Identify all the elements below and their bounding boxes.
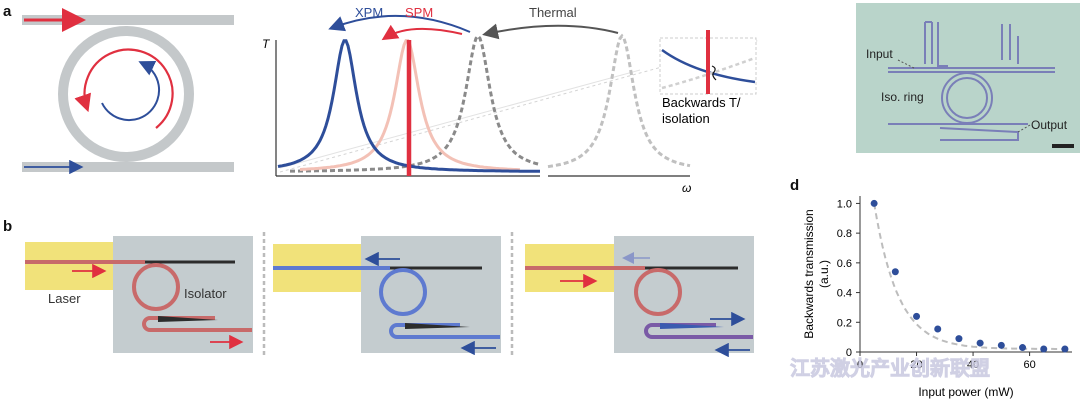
- data-point: [976, 339, 984, 347]
- laser-label: Laser: [48, 291, 81, 306]
- spm-shift-arrow: [381, 24, 463, 41]
- data-point: [870, 199, 878, 207]
- x-tick-label: 60: [1023, 359, 1035, 371]
- data-point: [1040, 345, 1048, 353]
- xpm-shift-arrow: [328, 14, 471, 33]
- y-tick-label: 0.8: [837, 228, 852, 240]
- panel-label-d: d: [790, 177, 799, 194]
- x-tick-label: 0: [857, 359, 863, 371]
- watermark: 江苏激光产业创新联盟: [790, 356, 990, 380]
- y-tick-label: 0.2: [837, 317, 852, 329]
- data-point: [891, 268, 899, 276]
- legend-xpm: XPM: [355, 5, 383, 20]
- thermal-shift-arrow: [482, 23, 619, 40]
- y-tick-label: 1.0: [837, 198, 852, 210]
- legend-thermal: Thermal: [529, 5, 577, 20]
- x-axis-label: ω: [682, 181, 691, 195]
- inset-caption-2: isolation: [662, 111, 710, 126]
- input-label: Input: [866, 47, 893, 61]
- data-point: [955, 335, 963, 343]
- y-tick-label: 0: [846, 347, 852, 359]
- data-point: [1019, 344, 1027, 352]
- x-tick-label: 40: [967, 359, 979, 371]
- y-tick-label: 0.6: [837, 258, 852, 270]
- thermal-peak-1: [290, 33, 541, 173]
- device-micrograph: Input Iso. ring Output: [856, 3, 1080, 153]
- y-axis-label: T: [262, 37, 271, 51]
- data-point: [913, 312, 921, 320]
- y-axis-title-1: Backwards transmission: [802, 209, 816, 338]
- panel-label-a: a: [3, 3, 12, 20]
- y-tick-label: 0.4: [837, 288, 852, 300]
- ring-resonator-schematic: [22, 8, 234, 175]
- data-point: [1061, 345, 1069, 353]
- inset-caption-1: Backwards T/: [662, 95, 741, 110]
- isolator-image-1: Laser Isolator: [25, 236, 253, 353]
- isolator-label: Isolator: [184, 286, 227, 301]
- panel-label-b: b: [3, 218, 12, 235]
- legend-spm: SPM: [405, 5, 433, 20]
- thermal-peak-2: [547, 33, 691, 169]
- isolator-image-2: [273, 236, 501, 356]
- spectrum-plot: T ω XPM SPM Thermal Backwards T/ isolati…: [262, 5, 761, 195]
- x-axis-title: Input power (mW): [918, 385, 1013, 399]
- data-point: [934, 325, 942, 333]
- output-label: Output: [1031, 118, 1068, 132]
- isolation-inset: Backwards T/ isolation: [659, 30, 757, 126]
- y-axis-title-2: (a.u.): [817, 260, 831, 288]
- x-tick-label: 20: [910, 359, 922, 371]
- fit-curve: [873, 203, 1067, 350]
- ring-label: Iso. ring: [881, 90, 924, 104]
- data-point: [997, 341, 1005, 349]
- isolator-image-3: [525, 236, 754, 358]
